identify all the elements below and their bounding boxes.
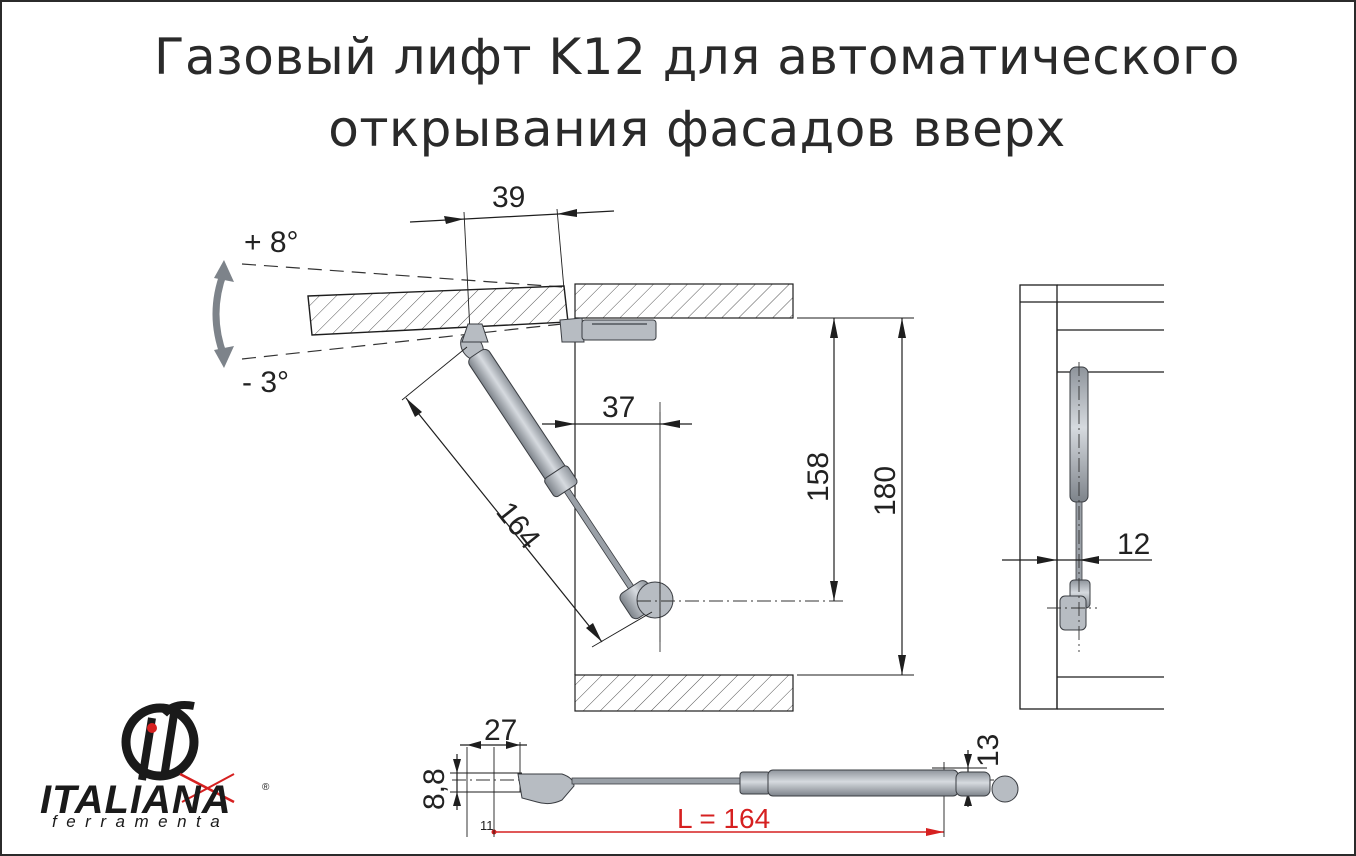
part-view: L = 164 27 8,8 11 <box>418 714 1019 837</box>
angle-down-line <box>241 323 563 360</box>
dim-164-label: 164 <box>490 496 547 556</box>
dim-164-ext-top <box>401 346 468 401</box>
side-lift-mount <box>1059 595 1087 631</box>
cabinet-bottom-board <box>574 674 794 712</box>
dim-164-line <box>405 397 603 643</box>
dim-37-label: 37 <box>602 391 635 424</box>
side-view: 12 <box>1002 284 1164 710</box>
main-view: + 8° - 3° 39 <box>212 181 914 712</box>
rotation-arrow-icon <box>212 260 234 368</box>
dim-39-label: 39 <box>492 181 525 214</box>
dim-39-line <box>409 210 615 223</box>
dim-39-ext-left <box>463 211 471 333</box>
dim-180-label: 180 <box>869 466 902 516</box>
angle-up-line <box>241 263 563 288</box>
side-door <box>1019 284 1058 710</box>
logo-subtitle: ferramenta <box>52 812 230 831</box>
gas-lift-main <box>460 323 674 620</box>
dim-8-8-label: 8,8 <box>418 768 451 810</box>
angle-up-label: + 8° <box>244 226 299 259</box>
dim-27-label: 27 <box>484 714 517 747</box>
cabinet-top-board <box>574 283 794 319</box>
dim-158-label: 158 <box>802 452 835 502</box>
dim-164-ext-bottom <box>591 611 653 648</box>
logo-registered-mark: ® <box>262 782 270 793</box>
angle-down-label: - 3° <box>242 366 289 399</box>
gas-lift-part <box>517 769 1019 805</box>
title-line-1: Газовый лифт K12 для автоматического <box>154 28 1240 86</box>
dim-39-ext-right <box>556 208 565 290</box>
hinge <box>559 317 657 343</box>
dim-12-label: 12 <box>1117 528 1150 561</box>
italiana-logo-mark <box>121 701 235 804</box>
title-line-2: открывания фасадов вверх <box>328 100 1066 158</box>
logo-wordmark: ITALIANA <box>40 778 232 822</box>
dim-L-label: L = 164 <box>677 803 770 834</box>
dim-13-label: 13 <box>972 734 1005 767</box>
dim-11-label: 11 <box>480 818 494 833</box>
